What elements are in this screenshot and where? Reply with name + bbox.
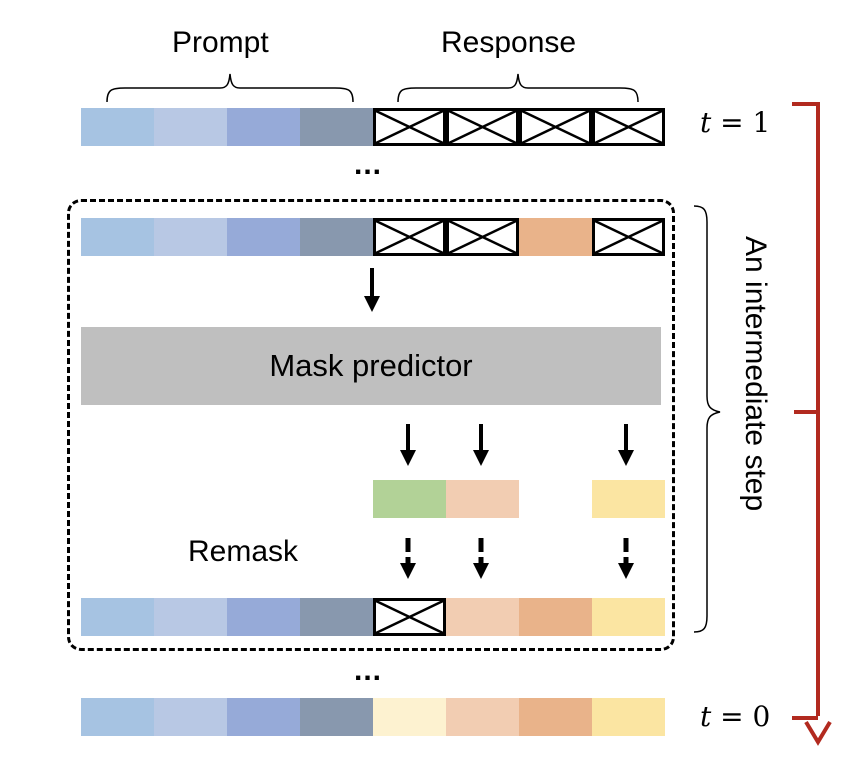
prompt-token xyxy=(300,698,373,736)
prompt-token xyxy=(227,218,300,256)
mask-predictor-block: Mask predictor xyxy=(81,327,661,405)
timeline-arrow xyxy=(792,102,832,746)
intermediate-step-brace xyxy=(693,205,721,633)
prompt-token xyxy=(446,698,519,736)
response-brace xyxy=(397,73,639,103)
sequence-t0 xyxy=(81,698,665,736)
remask-label: Remask xyxy=(188,535,299,568)
prompt-token xyxy=(446,598,519,636)
mask-cross-icon xyxy=(595,221,662,253)
prompt-token xyxy=(227,108,300,146)
prompt-token xyxy=(154,698,227,736)
prompt-label: Prompt xyxy=(172,26,269,59)
t1-value: = 1 xyxy=(711,106,771,139)
response-token xyxy=(592,598,665,636)
response-token xyxy=(519,598,592,636)
sequence-step-input xyxy=(81,218,665,256)
sequence-predicted xyxy=(81,480,665,518)
masked-token xyxy=(446,108,519,146)
mask-cross-icon xyxy=(449,221,516,253)
prompt-token xyxy=(81,218,154,256)
t0-value: = 0 xyxy=(711,700,771,733)
prompt-token xyxy=(300,108,373,146)
prompt-token xyxy=(446,480,519,518)
prompt-token xyxy=(227,698,300,736)
masked-token xyxy=(446,218,519,256)
mask-cross-icon xyxy=(376,601,443,633)
response-token xyxy=(373,698,446,736)
response-token xyxy=(519,218,592,256)
masked-token xyxy=(373,218,446,256)
masked-token xyxy=(373,598,446,636)
ellipsis-top: ... xyxy=(354,148,383,181)
empty-slot xyxy=(519,480,592,518)
prompt-brace xyxy=(106,73,354,103)
dashed-down-arrow-icon xyxy=(618,538,634,579)
prompt-token xyxy=(154,218,227,256)
sequence-step-output xyxy=(81,598,665,636)
down-arrow-icon xyxy=(400,424,416,466)
mask-cross-icon xyxy=(376,221,443,253)
masked-token xyxy=(519,108,592,146)
masked-token xyxy=(373,108,446,146)
mask-cross-icon xyxy=(595,111,662,143)
response-token xyxy=(592,480,665,518)
mask-cross-icon xyxy=(449,111,516,143)
t-equals-0-label: t = 0 xyxy=(700,700,770,733)
empty-slot xyxy=(81,480,154,518)
dashed-down-arrow-icon xyxy=(400,538,416,579)
mask-cross-icon xyxy=(522,111,589,143)
intermediate-step-box xyxy=(67,199,675,651)
dashed-down-arrow-icon xyxy=(473,538,489,579)
empty-slot xyxy=(227,480,300,518)
prompt-token xyxy=(300,598,373,636)
prompt-token xyxy=(154,598,227,636)
prompt-token xyxy=(81,598,154,636)
t-variable: t xyxy=(700,106,712,139)
masked-token xyxy=(592,108,665,146)
down-arrow-icon xyxy=(364,268,380,312)
t-equals-1-label: t = 1 xyxy=(700,106,770,139)
down-arrow-icon xyxy=(618,424,634,466)
response-token xyxy=(519,698,592,736)
prompt-token xyxy=(81,698,154,736)
mask-cross-icon xyxy=(376,111,443,143)
prompt-token xyxy=(154,108,227,146)
response-label: Response xyxy=(441,26,577,59)
prompt-token xyxy=(300,218,373,256)
prompt-token xyxy=(227,598,300,636)
masked-token xyxy=(592,218,665,256)
empty-slot xyxy=(154,480,227,518)
response-token xyxy=(592,698,665,736)
t-variable: t xyxy=(700,700,712,733)
intermediate-step-label: An intermediate step xyxy=(739,236,772,512)
mask-predictor-label: Mask predictor xyxy=(269,348,473,383)
sequence-t1 xyxy=(81,108,665,146)
prompt-token xyxy=(81,108,154,146)
ellipsis-bottom: ... xyxy=(354,654,383,687)
response-token xyxy=(373,480,446,518)
empty-slot xyxy=(300,480,373,518)
down-arrow-icon xyxy=(473,424,489,466)
